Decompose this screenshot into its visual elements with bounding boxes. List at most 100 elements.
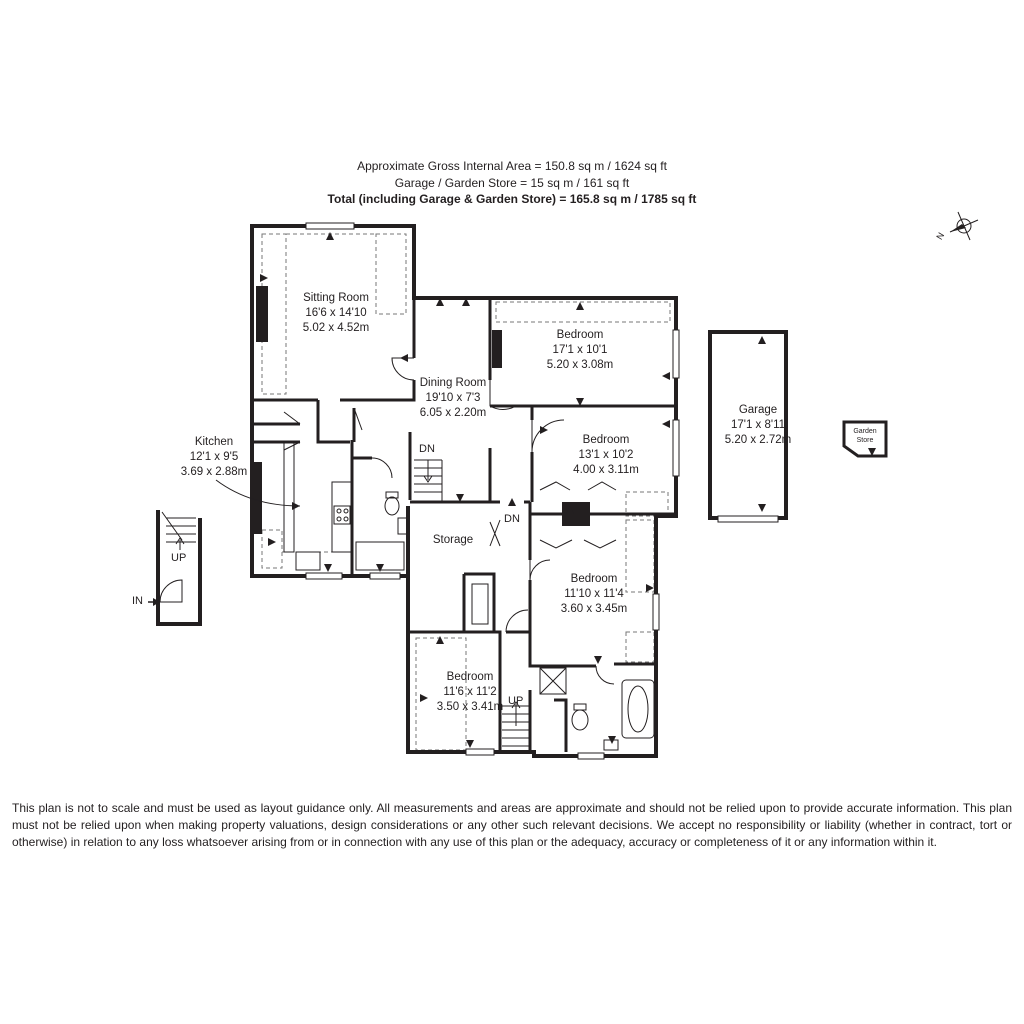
room-dims-metric: 5.02 x 4.52m	[302, 322, 370, 334]
marker	[268, 538, 276, 546]
stairs	[414, 459, 530, 747]
door-bedroom-1	[489, 380, 517, 410]
room-label-garage: Garage 17'1 x 8'11 5.20 x 2.72m	[718, 403, 798, 448]
stair-label-dn-main: DN	[419, 443, 435, 455]
sink-icon	[295, 551, 321, 571]
window	[577, 752, 605, 760]
shelving	[471, 583, 489, 625]
marker	[400, 354, 408, 362]
room-dims-imperial: 19'10 x 7'3	[425, 392, 481, 404]
room-dims-metric: 3.69 x 2.88m	[180, 466, 248, 478]
kitchen-leader-arrow	[292, 502, 300, 510]
dashed-wardrobe	[495, 301, 671, 323]
marker	[508, 498, 516, 506]
room-name: Bedroom	[582, 434, 630, 446]
room-dims-metric: 5.20 x 3.08m	[546, 359, 614, 371]
marker	[566, 506, 574, 514]
kitchen-worktop	[283, 441, 295, 553]
door-wc	[371, 457, 393, 479]
wall-storage-bedroom	[410, 630, 502, 752]
room-dims-metric: 4.00 x 3.11m	[573, 464, 639, 476]
marker	[376, 564, 384, 572]
dashed-cupboard	[375, 233, 407, 315]
room-name: Bedroom	[556, 329, 604, 341]
internal-walls	[252, 298, 676, 752]
room-label-bedroom-2: Bedroom 13'1 x 10'2 4.00 x 3.11m	[566, 433, 646, 478]
marker	[646, 584, 654, 592]
marker	[868, 448, 876, 456]
worktop	[331, 481, 353, 553]
wardrobe-doors	[539, 481, 617, 491]
room-dims-imperial: 12'1 x 9'5	[189, 451, 239, 463]
entrance-steps	[161, 511, 196, 543]
stair-arrow	[511, 701, 521, 726]
room-dims-imperial: 13'1 x 10'2	[578, 449, 634, 461]
area-summary: Approximate Gross Internal Area = 150.8 …	[0, 158, 1024, 208]
shower-cross	[539, 667, 567, 695]
room-label-bedroom-1: Bedroom 17'1 x 10'1 5.20 x 3.08m	[540, 328, 620, 373]
marker	[576, 302, 584, 310]
marker	[456, 494, 464, 502]
disclaimer-text: This plan is not to scale and must be us…	[12, 801, 1012, 849]
kitchen-leader-line	[215, 479, 301, 507]
window	[465, 748, 495, 756]
marker	[326, 232, 334, 240]
wall	[340, 380, 416, 402]
marker	[608, 736, 616, 744]
cistern	[573, 703, 587, 711]
toilet-icon	[571, 709, 589, 731]
hob-ring	[336, 508, 342, 514]
marker	[462, 298, 470, 306]
room-label-bedroom-3: Bedroom 11'10 x 11'4 3.60 x 3.45m	[554, 572, 634, 617]
room-dims-imperial: 16'6 x 14'10	[305, 307, 367, 319]
garage-wall	[708, 330, 788, 520]
garage-door	[717, 515, 779, 523]
marker	[436, 636, 444, 644]
entrance-stair-arrow	[175, 537, 185, 550]
stair-label-dn-hall: DN	[504, 513, 520, 525]
room-name: Storage	[432, 534, 474, 546]
wall	[528, 580, 596, 668]
door-bedroom-4	[505, 609, 529, 633]
room-label-dining-room: Dining Room 19'10 x 7'3 6.05 x 2.20m	[410, 376, 496, 421]
room-dims-imperial: 11'10 x 11'4	[564, 588, 624, 600]
dashed-unit	[625, 491, 669, 517]
hob-ring	[336, 516, 342, 522]
room-dims-imperial: 17'1 x 10'1	[552, 344, 608, 356]
marker	[260, 274, 268, 282]
room-dims-metric: 5.20 x 2.72m	[724, 434, 792, 446]
door-bedroom-2	[531, 419, 565, 453]
window	[305, 222, 355, 230]
room-name: Sitting Room	[303, 292, 369, 304]
fireplace	[492, 330, 502, 368]
door-bathroom	[595, 665, 615, 685]
bath-tub-icon	[621, 679, 655, 739]
room-name: Kitchen	[194, 436, 234, 448]
window	[305, 572, 343, 580]
door-bedroom-3	[529, 559, 551, 581]
bath-inner	[627, 685, 649, 733]
room-label-bedroom-4: Bedroom 11'6 x 11'2 3.50 x 3.41m	[430, 670, 510, 715]
stair-arrow	[423, 460, 433, 483]
basin-icon	[397, 517, 409, 535]
garden-store-line2: Store	[856, 437, 874, 444]
stair-label-up-entrance: UP	[171, 552, 187, 564]
marker	[324, 564, 332, 572]
window	[369, 572, 401, 580]
door-kitchen	[283, 411, 301, 451]
entrance-stairs	[148, 510, 202, 626]
marker	[436, 298, 444, 306]
room-name: Garage	[738, 404, 778, 416]
room-dims-metric: 6.05 x 2.20m	[419, 407, 487, 419]
marker	[758, 336, 766, 344]
marker	[662, 420, 670, 428]
room-label-garden-store: Garden Store	[848, 427, 882, 445]
compass-needle	[950, 224, 966, 232]
compass-ring	[956, 218, 972, 234]
stair-label-up-lower: UP	[508, 695, 524, 707]
hob-icon	[333, 505, 351, 525]
markers	[260, 232, 670, 748]
total-area: Total (including Garage & Garden Store) …	[327, 192, 697, 206]
fireplace	[256, 286, 268, 342]
